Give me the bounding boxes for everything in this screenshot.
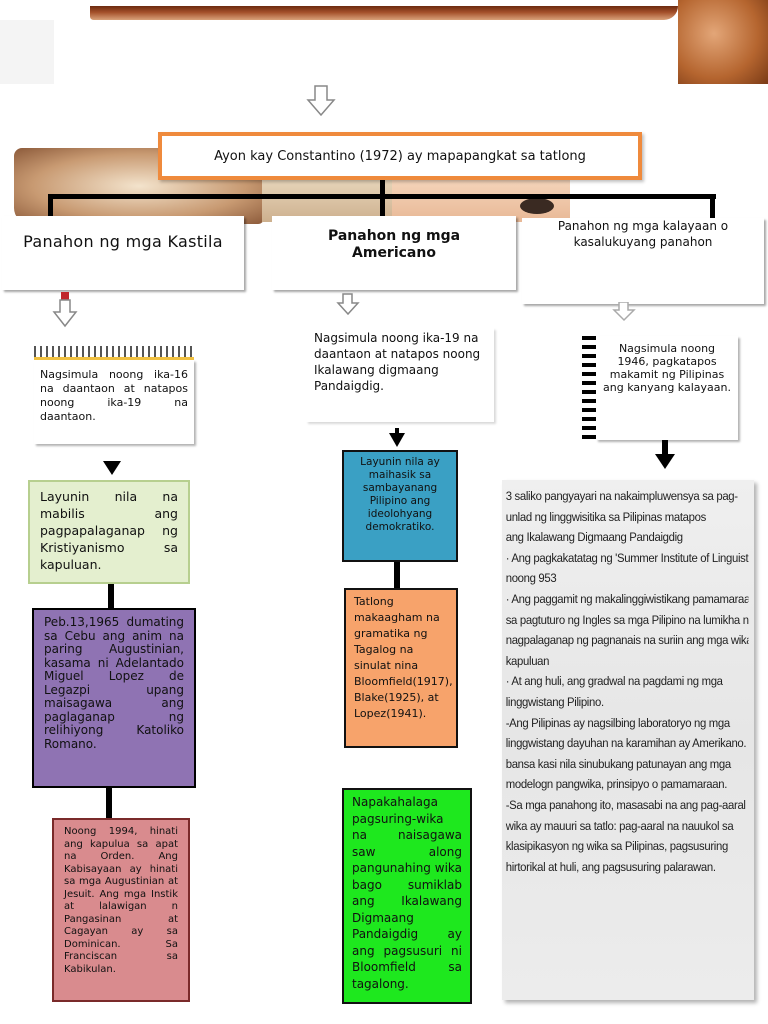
scanned-note-line: linggwistang dayuhan na karamihan ay Ame… xyxy=(505,736,749,751)
period-kastila: Nagsimula noong ika-16 na daantaon at na… xyxy=(34,360,194,444)
connector xyxy=(106,788,112,818)
notebook-spiral-decoration xyxy=(582,336,596,440)
down-arrow-icon xyxy=(103,461,121,475)
goal-text: Layunin nila ay maihasik sa sambayanang … xyxy=(360,456,440,533)
period-text: Nagsimula noong ika-19 na daantaon at na… xyxy=(314,331,481,393)
branch-heading-americano: Panahon ng mga Americano xyxy=(272,216,516,290)
scanned-note-line: unlad ng linggwisitika sa Pilipinas mata… xyxy=(505,509,707,524)
scanned-note-line: bansa kasi nila sinubukang patunayan ang… xyxy=(505,756,731,771)
scanned-note-line: hirtorikal at huli, ang pagsusuring pala… xyxy=(505,859,716,874)
event-americano-2: Napakahalaga pagsuring-wika na naisagawa… xyxy=(342,788,472,1004)
period-text: Nagsimula noong ika-16 na daantaon at na… xyxy=(40,368,188,423)
branch-heading-kalayaan: Panahon ng mga kalayaan o kasalukuyang p… xyxy=(522,218,764,304)
scanned-note-kalayaan: 3 saliko pangyayari na nakaimpluwensya s… xyxy=(502,480,755,1000)
branch-heading-text: Panahon ng mga Americano xyxy=(327,228,461,261)
goal-americano: Layunin nila ay maihasik sa sambayanang … xyxy=(342,450,458,562)
portrait-strip-decoration xyxy=(392,176,570,222)
torn-paper-corner-decoration xyxy=(678,0,768,84)
period-kalayaan: Nagsimula noong 1946, pagkatapos makamit… xyxy=(596,336,738,440)
torn-paper-decoration xyxy=(90,6,678,20)
event-text: Peb.13,1965 dumating sa Cebu ang anim na… xyxy=(44,615,184,751)
branch-heading-text: Panahon ng mga Kastila xyxy=(23,232,223,251)
scanned-note-line: modelogn pangwika, prinsipyo o pamamaraa… xyxy=(505,777,728,792)
notebook-spiral-decoration xyxy=(34,346,194,360)
diagram-title-text: Ayon kay Constantino (1972) ay mapapangk… xyxy=(214,148,586,164)
goal-text: Layunin nila na mabilis ang pagpapalagan… xyxy=(40,489,178,572)
event-text: Napakahalaga pagsuring-wika na naisagawa… xyxy=(352,795,462,991)
diagram-title: Ayon kay Constantino (1972) ay mapapangk… xyxy=(158,132,642,180)
faded-paper-decoration xyxy=(0,20,54,84)
scanned-note-line: klasipikasyon ng wika sa Pilipinas, pags… xyxy=(505,839,729,854)
down-arrow-icon xyxy=(306,85,336,117)
scanned-note-line: noong 953 xyxy=(505,571,557,586)
scanned-note-line: · Ang paggamit ng makalinggiwistikang pa… xyxy=(505,591,749,606)
goal-kastila: Layunin nila na mabilis ang pagpapalagan… xyxy=(28,480,190,584)
event-kastila-2: Noong 1994, hinati ang kapulua sa apat n… xyxy=(52,818,190,1002)
event-text: Noong 1994, hinati ang kapulua sa apat n… xyxy=(64,826,178,975)
connector-left xyxy=(48,194,53,216)
scanned-note-line: -Sa mga panahong ito, masasabi na ang pa… xyxy=(505,797,749,812)
down-arrow-icon xyxy=(655,440,675,469)
scanned-note-line: kapuluan xyxy=(505,653,550,668)
event-text: Tatlong makaagham na gramatika ng Tagalo… xyxy=(354,595,453,720)
connector-right xyxy=(710,194,715,220)
branch-heading-kastila: Panahon ng mga Kastila xyxy=(2,216,244,290)
scanned-note-line: linggwistang Pilipino. xyxy=(505,694,604,709)
scanned-note-line: 3 saliko pangyayari na nakaimpluwensya s… xyxy=(505,489,738,503)
scanned-note-line: sa pagtuturo ng Ingles sa mga Pilipino n… xyxy=(505,612,749,627)
down-arrow-icon xyxy=(52,292,78,328)
scanned-note-line: -Ang Pilipinas ay nagsilbing laboratoryo… xyxy=(505,715,730,730)
scanned-note-lines: 3 saliko pangyayari na nakaimpluwensya s… xyxy=(506,486,749,877)
down-arrow-icon xyxy=(389,428,405,447)
event-americano-1: Tatlong makaagham na gramatika ng Tagalo… xyxy=(344,588,458,748)
branch-heading-text: Panahon ng mga kalayaan o kasalukuyang p… xyxy=(557,219,729,249)
scanned-note-line: wika ay mauuri sa tatlo: pag-aaral na na… xyxy=(505,818,734,833)
parchment-strip-decoration xyxy=(262,176,392,222)
period-text: Nagsimula noong 1946, pagkatapos makamit… xyxy=(603,342,731,394)
scanned-note-line: nagpalaganap ng pagnanais na suriin ang … xyxy=(505,633,749,648)
down-arrow-icon xyxy=(336,293,360,316)
connector xyxy=(108,584,114,610)
down-arrow-icon xyxy=(612,302,636,322)
scanned-note-line: ang Ikalawang Digmaang Pandaigdig xyxy=(505,530,683,545)
connector-center xyxy=(380,180,385,216)
scanned-note-line: · Ang pagkakatatag ng 'Summer Institute … xyxy=(505,550,749,565)
event-kastila-1: Peb.13,1965 dumating sa Cebu ang anim na… xyxy=(32,608,196,788)
period-americano: Nagsimula noong ika-19 na daantaon at na… xyxy=(306,328,494,422)
scanned-note-line: · At ang huli, ang gradwal na pagdami ng… xyxy=(505,674,723,689)
connector xyxy=(394,562,400,588)
